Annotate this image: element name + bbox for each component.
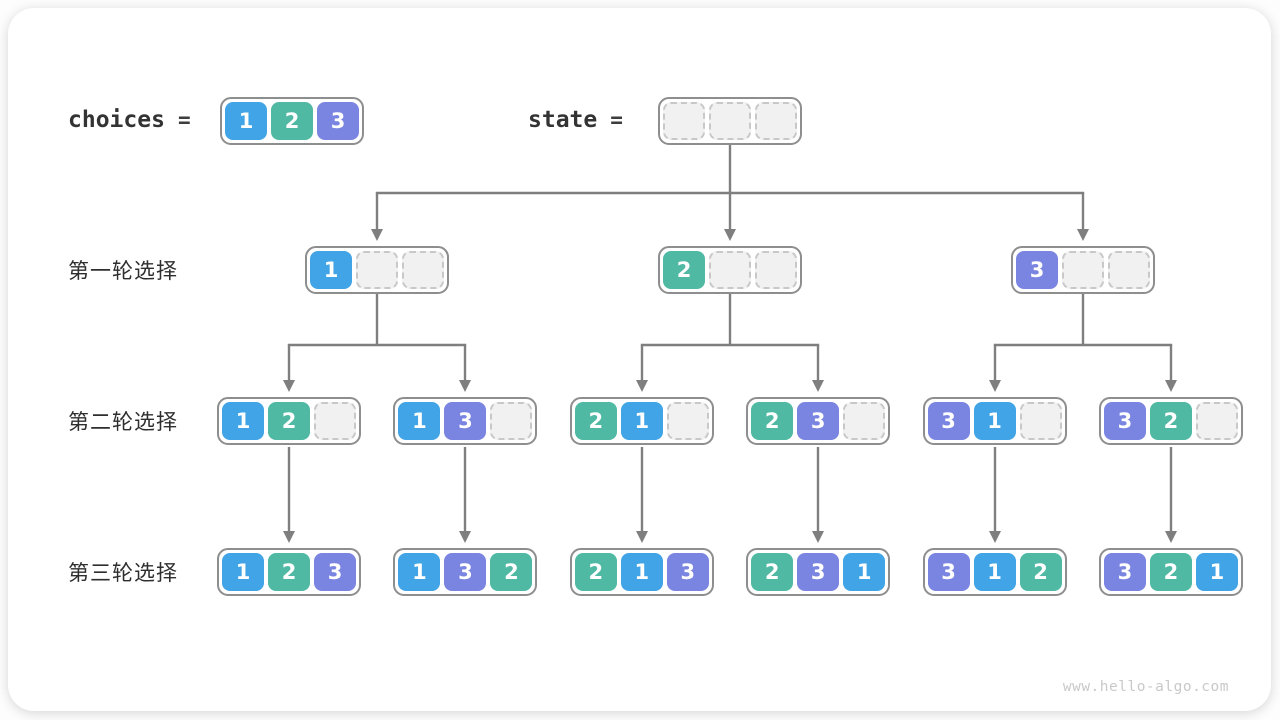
- value-cell: 3: [927, 402, 970, 440]
- state-header: state =: [528, 97, 623, 143]
- empty-slot: [1108, 251, 1150, 289]
- value-cell: 2: [1149, 402, 1192, 440]
- empty-slot: [709, 102, 751, 140]
- empty-slot: [1019, 402, 1062, 440]
- state-box: 3: [1011, 246, 1155, 294]
- value-cell: 1: [620, 553, 663, 591]
- value-cell: 3: [1103, 553, 1146, 591]
- round-1-label: 第一轮选择: [68, 259, 178, 283]
- value-cell: 2: [1019, 553, 1062, 591]
- empty-slot: [402, 251, 444, 289]
- state-box: 2: [658, 246, 802, 294]
- value-cell: 1: [973, 553, 1016, 591]
- empty-slot: [666, 402, 709, 440]
- value-cell: 3: [317, 102, 359, 140]
- value-cell: 2: [751, 553, 794, 591]
- state-label: state: [528, 107, 598, 133]
- value-cell: 1: [222, 402, 264, 440]
- value-cell: 3: [797, 553, 840, 591]
- empty-slot: [755, 251, 797, 289]
- value-cell: 1: [398, 402, 441, 440]
- value-cell: 2: [574, 553, 617, 591]
- value-cell: 2: [490, 553, 533, 591]
- choices-equals-sign: =: [177, 108, 191, 132]
- value-cell: 1: [620, 402, 663, 440]
- round-3-label: 第三轮选择: [68, 561, 178, 585]
- watermark: www.hello-algo.com: [1062, 679, 1229, 695]
- value-cell: 1: [1195, 553, 1238, 591]
- value-cell: 2: [1149, 553, 1192, 591]
- round-1-nodes: 1 2 3: [305, 246, 1155, 294]
- value-cell: 3: [444, 553, 487, 591]
- value-cell: 1: [398, 553, 441, 591]
- value-cell: 3: [666, 553, 709, 591]
- empty-slot: [709, 251, 751, 289]
- value-cell: 2: [271, 102, 313, 140]
- empty-slot: [1062, 251, 1104, 289]
- value-cell: 3: [314, 553, 356, 591]
- round-2-label: 第二轮选择: [68, 410, 178, 434]
- value-cell: 2: [663, 251, 705, 289]
- empty-slot: [843, 402, 886, 440]
- value-cell: 3: [927, 553, 970, 591]
- empty-slot: [356, 251, 398, 289]
- value-cell: 3: [1103, 402, 1146, 440]
- value-cell: 2: [751, 402, 794, 440]
- tree-arrows: [283, 145, 1177, 543]
- empty-slot: [314, 402, 356, 440]
- state-box: 1: [305, 246, 449, 294]
- value-cell: 3: [797, 402, 840, 440]
- value-cell: 1: [843, 553, 886, 591]
- value-cell: 1: [310, 251, 352, 289]
- value-cell: 2: [574, 402, 617, 440]
- state-equals-sign: =: [610, 108, 623, 132]
- value-cell: 3: [1016, 251, 1058, 289]
- empty-slot: [663, 102, 705, 140]
- value-cell: 1: [973, 402, 1016, 440]
- value-cell: 1: [225, 102, 267, 140]
- choices-header: choices =: [68, 97, 191, 143]
- value-cell: 2: [268, 402, 310, 440]
- choices-label: choices: [68, 107, 165, 133]
- empty-slot: [755, 102, 797, 140]
- value-cell: 3: [444, 402, 487, 440]
- value-cell: 2: [268, 553, 310, 591]
- empty-slot: [490, 402, 533, 440]
- value-cell: 1: [222, 553, 264, 591]
- state-box-root: [658, 97, 802, 145]
- empty-slot: [1195, 402, 1238, 440]
- state-box: [658, 97, 802, 145]
